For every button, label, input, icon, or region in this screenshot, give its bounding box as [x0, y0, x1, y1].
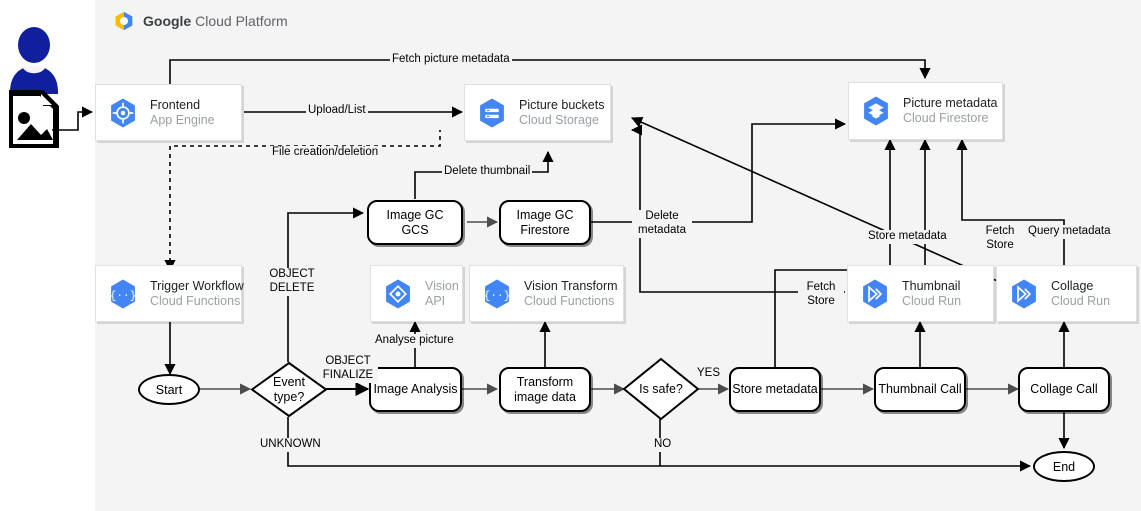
cloud-storage-icon: [480, 98, 504, 127]
node-line-1: Image GC: [386, 207, 444, 222]
diamond-shape: [250, 361, 328, 418]
google-cloud-logo-icon: [115, 12, 133, 30]
edge-label-line-2: metadata: [638, 223, 686, 236]
edge-label-object-finalize: OBJECT FINALIZE: [318, 355, 378, 383]
edge-label-delete-metadata: Delete metadata: [632, 210, 692, 238]
service-card-thumbnail[interactable]: Thumbnail Cloud Run: [847, 265, 994, 322]
cloud-functions-icon: {··}: [110, 279, 137, 308]
service-title: Frontend: [150, 97, 201, 112]
node-line-2: Firestore: [520, 222, 570, 237]
cloud-functions-icon: {··}: [484, 279, 511, 308]
service-title: Collage: [1051, 278, 1094, 293]
service-card-vision-api[interactable]: Vision API: [370, 265, 463, 322]
service-subtitle: App Engine: [150, 112, 215, 127]
app-engine-icon: [111, 98, 135, 127]
node-label: Is safe?: [639, 381, 683, 396]
gcp-platform-panel: [95, 0, 1141, 511]
service-subtitle: Cloud Storage: [519, 112, 599, 127]
svg-text:{··}: {··}: [484, 290, 511, 302]
image-file-icon: [9, 90, 59, 148]
service-subtitle: Cloud Run: [902, 293, 962, 308]
edge-label-query-metadata: Query metadata: [1026, 225, 1113, 239]
edge-label-delete-thumbnail: Delete thumbnail: [442, 165, 533, 179]
edge-label-line-2: DELETE: [269, 281, 315, 294]
node-store-metadata[interactable]: Store metadata: [729, 367, 821, 412]
node-label: Image Analysis: [373, 382, 458, 396]
edge-label-object-delete: OBJECT DELETE: [263, 268, 321, 296]
service-subtitle: Cloud Run: [1051, 293, 1111, 308]
node-line-2: image data: [514, 389, 576, 404]
gcp-header: Google Cloud Platform: [113, 10, 288, 32]
edge-label-store-metadata: Store metadata: [866, 230, 949, 244]
cloud-run-icon: [1012, 279, 1036, 308]
service-title: Vision: [425, 278, 459, 293]
service-title: Thumbnail: [902, 278, 961, 293]
node-label: Start: [155, 382, 183, 397]
node-image-analysis[interactable]: Image Analysis: [369, 367, 462, 412]
gcp-header-text: Google Cloud Platform: [143, 13, 288, 29]
service-subtitle: API: [425, 293, 446, 308]
node-image-gc-firestore[interactable]: Image GC Firestore: [499, 200, 591, 245]
node-event-type[interactable]: Event type?: [250, 361, 328, 418]
edge-label-no: NO: [652, 438, 674, 452]
node-line-2: type?: [273, 389, 305, 404]
cloud-run-icon: [863, 279, 887, 308]
edge-label-fetch-store-right: Fetch Store: [977, 225, 1023, 253]
edge-label-upload-list: Upload/List: [306, 104, 368, 118]
edge-label-line-1: Delete: [645, 210, 679, 222]
edge-label-file-creation-deletion: File creation/deletion: [270, 146, 381, 160]
node-collage-call[interactable]: Collage Call: [1018, 367, 1110, 412]
diamond-shape: [622, 357, 700, 421]
node-start[interactable]: Start: [138, 374, 200, 405]
node-thumbnail-call[interactable]: Thumbnail Call: [874, 367, 966, 412]
service-card-picture-buckets[interactable]: Picture buckets Cloud Storage: [464, 84, 622, 152]
cloud-firestore-icon: [864, 96, 888, 126]
service-card-frontend[interactable]: Frontend App Engine: [95, 84, 253, 152]
service-card-picture-metadata[interactable]: Picture metadata Cloud Firestore: [848, 82, 1003, 140]
node-line-2: GCS: [401, 222, 429, 237]
service-subtitle: Cloud Firestore: [903, 111, 989, 125]
node-end[interactable]: End: [1033, 451, 1095, 482]
edge-label-line-1: OBJECT: [269, 268, 315, 280]
gcp-brand-bold: Google: [143, 13, 192, 29]
node-image-gc-gcs[interactable]: Image GC GCS: [367, 200, 463, 245]
edge-label-line-2: FINALIZE: [322, 368, 374, 381]
node-label: Store metadata: [732, 382, 818, 396]
node-line-1: Transform: [516, 374, 574, 389]
node-label: End: [1052, 459, 1076, 474]
node-transform-image-data[interactable]: Transform image data: [499, 367, 591, 412]
edge-label-line-1: OBJECT: [325, 355, 371, 367]
node-label: Thumbnail Call: [878, 382, 962, 396]
node-line-1: Image GC: [516, 207, 574, 222]
service-subtitle: Cloud Functions: [150, 293, 241, 308]
edge-label-line-1: Fetch: [985, 225, 1015, 237]
service-card-collage[interactable]: Collage Cloud Run: [996, 265, 1137, 322]
node-line-1: Event: [273, 374, 305, 389]
vision-api-icon: [386, 279, 410, 308]
service-title: Picture metadata: [903, 96, 998, 111]
node-label: Collage Call: [1030, 382, 1098, 396]
svg-text:{··}: {··}: [110, 290, 137, 302]
service-subtitle: Cloud Functions: [524, 293, 615, 308]
service-card-vision-transform[interactable]: {··} Vision Transform Cloud Functions: [469, 265, 624, 322]
service-title: Vision Transform: [524, 278, 618, 293]
service-title: Trigger Workflow: [150, 278, 244, 293]
node-is-safe[interactable]: Is safe?: [622, 357, 700, 421]
edge-label-analyse-picture: Analyse picture: [373, 334, 456, 348]
edge-label-yes: YES: [695, 367, 723, 381]
gcp-brand-rest: Cloud Platform: [191, 13, 288, 29]
edge-label-fetch-store-left: Fetch Store: [798, 281, 844, 309]
edge-label-line-2: Store: [986, 238, 1014, 251]
service-card-trigger-workflow[interactable]: {··} Trigger Workflow Cloud Functions: [95, 265, 253, 333]
edge-label-line-2: Store: [807, 294, 835, 307]
edge-label-fetch-picture-metadata: Fetch picture metadata: [390, 53, 512, 67]
service-title: Picture buckets: [519, 97, 605, 112]
edge-label-unknown: UNKNOWN: [258, 438, 323, 452]
edge-label-line-1: Fetch: [806, 281, 836, 293]
